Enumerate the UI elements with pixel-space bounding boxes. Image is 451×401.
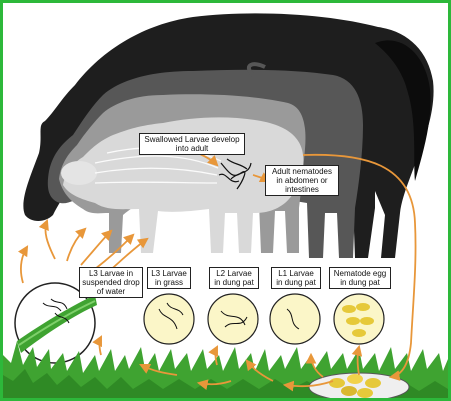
label-adult-nematodes: Adult nematodes in abdomen or intestines — [265, 165, 339, 196]
l2-dung-circle — [208, 294, 258, 344]
label-l2-larvae: L2 Larvae in dung pat — [209, 267, 259, 289]
label-swallowed-larvae: Swallowed Larvae develop into adult — [139, 133, 245, 155]
egg-dung-circle — [334, 294, 384, 344]
arrow-l2-up — [216, 347, 218, 365]
label-nematode-egg: Nematode egg in dung pat — [329, 267, 391, 289]
l1-dung-circle — [270, 294, 320, 344]
arrow-ingest-1 — [45, 221, 55, 259]
diagram-canvas — [3, 3, 448, 398]
l3-grass-circle — [144, 294, 194, 344]
label-l1-larvae: L1 Larvae in dung pat — [271, 267, 321, 289]
arrow-water-up — [100, 337, 102, 355]
arrow-ingest-2 — [67, 229, 85, 261]
arrow-ingest-0 — [21, 247, 27, 283]
label-l3-grass: L3 Larvae in grass — [147, 267, 191, 289]
label-l3-water: L3 Larvae in suspended drop of water — [79, 267, 143, 298]
